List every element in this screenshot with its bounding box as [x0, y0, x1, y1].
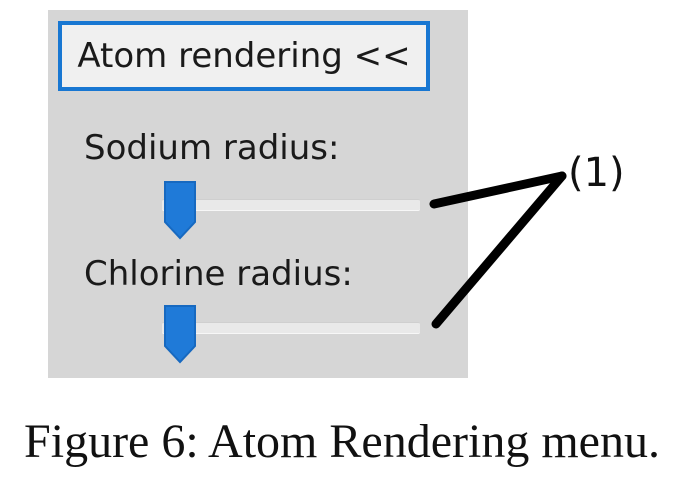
sodium-radius-label: Sodium radius: — [84, 128, 340, 168]
sodium-radius-slider-track[interactable] — [162, 199, 420, 211]
figure-caption: Figure 6: Atom Rendering menu. — [24, 415, 660, 468]
atom-rendering-panel: Atom rendering << — [48, 10, 468, 378]
callout-label: (1) — [568, 150, 625, 196]
chlorine-radius-slider-track[interactable] — [162, 322, 420, 334]
atom-rendering-toggle-button[interactable]: Atom rendering << — [58, 21, 430, 91]
chlorine-radius-label: Chlorine radius: — [84, 254, 353, 294]
sodium-radius-slider-thumb-icon[interactable] — [162, 180, 198, 240]
chlorine-radius-slider-thumb-icon[interactable] — [162, 304, 198, 364]
